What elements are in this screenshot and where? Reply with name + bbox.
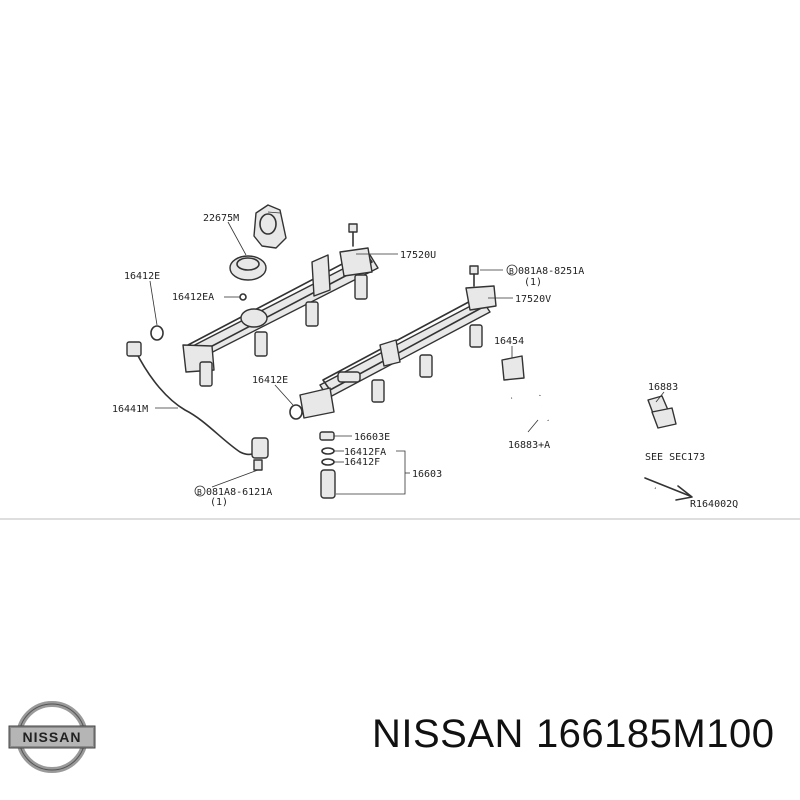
fuel-line-see-sec173 [511,341,693,501]
label-16883: 16883 [648,382,678,393]
label-16603: 16603 [412,469,442,480]
label-qty-top: (1) [524,277,542,288]
label-17520v: 17520V [515,294,551,305]
label-see-sec173: SEE SEC173 [645,452,705,463]
label-bolt-b-bottom: B [197,488,202,497]
rail-bolt-right [469,265,479,287]
bolt-callout-circle-bottom [194,485,206,497]
label-17520u: 17520U [400,250,436,261]
leader-lines [149,211,665,495]
label-qty-bottom: (1) [210,497,228,508]
lower-fuel-rail [299,285,497,419]
label-16412e-top: 16412E [124,271,160,282]
label-081a8-6121a: 081A8-6121A [206,487,272,498]
label-16603e: 16603E [354,432,390,443]
label-bolt-b-top: B [509,267,514,276]
diagram-reference-code: R164002Q [690,499,738,510]
label-16441m: 16441M [112,404,148,415]
label-16883a: 16883+A [508,440,550,451]
label-16412e-mid: 16412E [252,375,288,386]
label-22675m: 22675M [203,213,239,224]
logo-wordmark: NISSAN [23,729,82,745]
clip-16454 [501,355,525,381]
o-ring-16412e-left [150,325,164,341]
label-16454: 16454 [494,336,524,347]
nissan-logo: NISSAN [8,701,96,773]
label-16412ea: 16412EA [172,292,214,303]
fuel-hose-16441m [126,341,269,471]
pressure-damper-22675m [229,204,287,328]
upper-fuel-rail [182,247,379,387]
label-081a8-8251a: 081A8-8251A [518,266,584,277]
injector-detail-16603 [319,431,336,499]
brand-name: NISSAN [372,712,524,756]
label-16412f: 16412F [344,457,380,468]
o-ring-16412e-mid [289,404,303,420]
rail-bolt-upper [348,223,358,247]
bolt-callout-circle-top [506,264,518,276]
label-16412fa: 16412FA [344,447,386,458]
part-number: 166185M100 [535,712,775,756]
